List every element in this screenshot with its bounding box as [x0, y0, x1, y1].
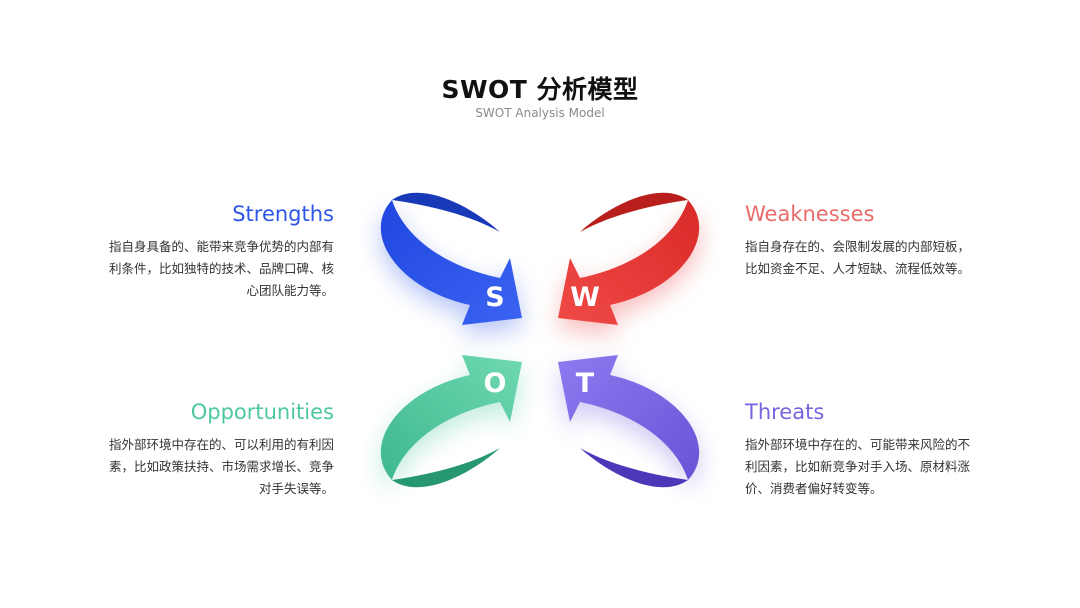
threats-block: Threats 指外部环境中存在的、可能带来风险的不利因素，比如新竞争对手入场、… [745, 400, 970, 500]
opportunities-arrow: O [380, 355, 522, 490]
opportunities-description: 指外部环境中存在的、可以利用的有利因素，比如政策扶持、市场需求增长、竞争对手失误… [109, 437, 335, 496]
weaknesses-description: 指自身存在的、会限制发展的内部短板，比如资金不足、人才短缺、流程低效等。 [745, 239, 971, 276]
threats-letter: T [576, 368, 595, 399]
strengths-arrow: S [380, 192, 522, 335]
weaknesses-arrow: W [558, 192, 700, 335]
threats-description: 指外部环境中存在的、可能带来风险的不利因素，比如新竞争对手入场、原材料涨价、消费… [745, 437, 971, 496]
page-title: SWOT 分析模型 [441, 75, 639, 104]
strengths-description: 指自身具备的、能带来竞争优势的内部有利条件，比如独特的技术、品牌口碑、核心团队能… [109, 239, 335, 298]
strengths-title: Strengths [232, 202, 334, 226]
threats-arrow: T [558, 355, 700, 490]
threats-title: Threats [745, 400, 825, 424]
strengths-block: Strengths 指自身具备的、能带来竞争优势的内部有利条件，比如独特的技术、… [109, 202, 334, 302]
opportunities-title: Opportunities [190, 400, 334, 424]
weaknesses-title: Weaknesses [745, 202, 875, 226]
page-subtitle: SWOT Analysis Model [475, 106, 605, 120]
opportunities-letter: O [484, 368, 507, 399]
opportunities-block: Opportunities 指外部环境中存在的、可以利用的有利因素，比如政策扶持… [109, 400, 334, 500]
strengths-letter: S [485, 282, 504, 313]
weaknesses-letter: W [570, 282, 600, 313]
weaknesses-block: Weaknesses 指自身存在的、会限制发展的内部短板，比如资金不足、人才短缺… [745, 202, 970, 280]
